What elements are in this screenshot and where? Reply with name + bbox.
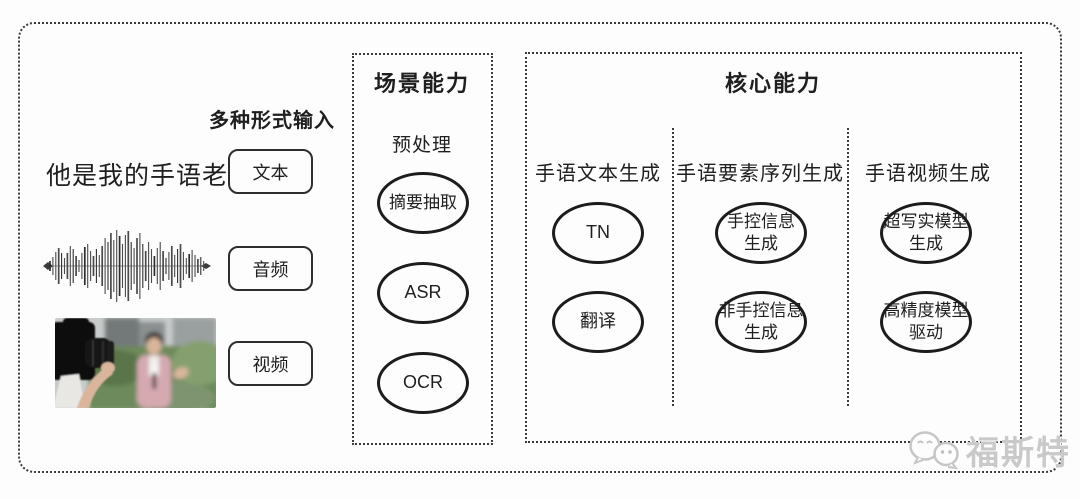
watermark-text: 福斯特: [966, 434, 1071, 471]
node-summary-extraction-label: 摘要抽取: [389, 192, 457, 212]
column-header-text-generation: 手语文本生成: [535, 163, 661, 185]
node-high-precision-model-driving: 高精度模型 驱动: [880, 291, 972, 353]
input-type-text-box: 文本: [228, 149, 313, 194]
watermark: 福斯特: [906, 426, 1071, 474]
node-high-precision-model-driving-label: 高精度模型 驱动: [883, 300, 969, 342]
node-summary-extraction: 摘要抽取: [377, 172, 469, 234]
node-asr-label: ASR: [404, 282, 442, 303]
photo-cameraman: [55, 318, 115, 408]
node-asr: ASR: [377, 262, 469, 324]
audio-waveform-icon: [43, 230, 211, 302]
outer-dotted-border: [18, 22, 1062, 473]
watermark-logo-icon: [909, 431, 959, 470]
input-type-audio-label: 音频: [252, 259, 289, 280]
input-type-video-label: 视频: [252, 354, 289, 375]
input-section-title: 多种形式输入: [209, 110, 335, 132]
node-tn: TN: [552, 202, 644, 264]
core-column-divider-2: [847, 128, 849, 406]
node-ocr: OCR: [377, 352, 469, 414]
node-non-manual-info-generation-label: 非手控信息 生成: [718, 300, 804, 342]
node-ocr-label: OCR: [403, 372, 443, 393]
node-translation: 翻译: [552, 291, 644, 353]
node-translation-label: 翻译: [580, 311, 616, 332]
input-type-audio-box: 音频: [228, 246, 313, 291]
column-header-element-sequence-generation: 手语要素序列生成: [676, 163, 844, 185]
video-thumbnail: [55, 318, 216, 408]
input-type-video-box: 视频: [228, 341, 313, 386]
core-panel-title: 核心能力: [724, 71, 822, 96]
core-column-divider-1: [672, 128, 674, 406]
core-capability-panel: [525, 52, 1022, 443]
node-hyperrealistic-model-generation-label: 超写实模型 生成: [883, 211, 969, 253]
scene-capability-panel: [352, 53, 493, 445]
node-tn-label: TN: [586, 222, 610, 243]
scene-panel-title: 场景能力: [373, 71, 471, 96]
node-manual-info-generation: 手控信息 生成: [715, 202, 807, 264]
preprocess-label: 预处理: [391, 135, 453, 156]
input-type-text-label: 文本: [252, 162, 289, 183]
node-manual-info-generation-label: 手控信息 生成: [727, 211, 795, 253]
column-header-video-generation: 手语视频生成: [865, 163, 991, 185]
sample-input-sentence: 他是我的手语老师: [46, 162, 255, 190]
node-hyperrealistic-model-generation: 超写实模型 生成: [880, 202, 972, 264]
node-non-manual-info-generation: 非手控信息 生成: [715, 291, 807, 353]
